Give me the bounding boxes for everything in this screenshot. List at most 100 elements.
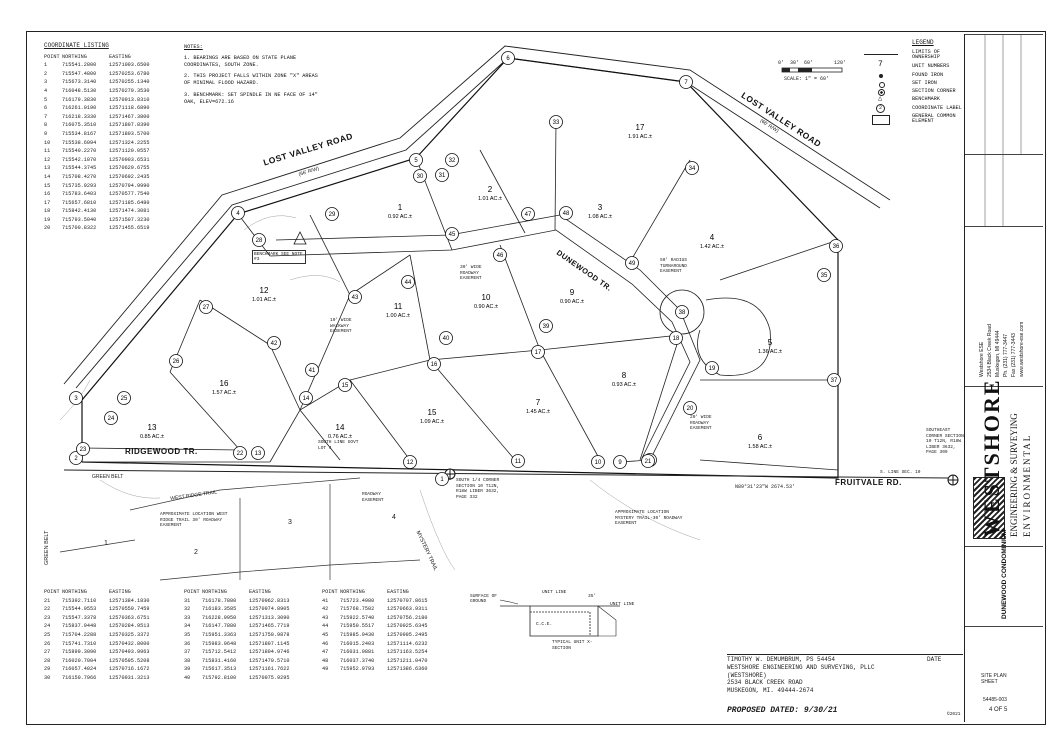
ridgewood-tr-text: RIDGEWOOD TR. <box>125 447 198 456</box>
unit-number: 5 <box>768 338 773 347</box>
point-marker-6: 6 <box>501 51 515 65</box>
point-marker-label: 6 <box>506 56 510 62</box>
firm-name: WESTSHORE ENGINEERING AND SURVEYING, PLL… <box>727 664 875 679</box>
point-marker-label: 13 <box>255 451 262 457</box>
coord-northing: 715723.4980 <box>340 597 375 604</box>
coord-point: 43 <box>322 614 329 621</box>
coord-northing: 716261.0190 <box>62 105 97 112</box>
unit-number: 3 <box>598 203 603 212</box>
coord-point: 12 <box>44 156 51 163</box>
point-marker-label: 37 <box>831 378 838 384</box>
point-marker-label: 39 <box>543 324 550 330</box>
coord-easting: 12571324.2255 <box>109 139 150 146</box>
legend-row-limits: LIMITS OF OWNERSHIP <box>864 49 962 60</box>
note-2: 2. THIS PROJECT FALLS WITHIN ZONE "X" AR… <box>184 73 318 87</box>
coord-point: 45 <box>322 631 329 638</box>
point-marker-16: 16 <box>427 357 441 371</box>
fruitvale-rd-text: FRUITVALE RD. <box>835 478 902 487</box>
southeast-corner-note: SOUTHEAST CORNER SECTION 10 T12N, R18W L… <box>926 428 964 455</box>
coord-easting: 12570325.3372 <box>109 631 150 638</box>
coord-northing: 716147.7880 <box>202 623 237 630</box>
point-marker-1: 1 <box>435 472 449 486</box>
coord-northing: 715542.1070 <box>62 156 97 163</box>
point-marker-label: 36 <box>833 244 840 250</box>
lost-valley-road-lines <box>63 45 891 389</box>
unit-label-8: 80.93 AC.± <box>612 371 636 388</box>
point-marker-47: 47 <box>521 207 535 221</box>
easement-hatching <box>59 215 701 571</box>
south-quarter-corner: SOUTH 1/4 CORNER SECTION 10 T12N, R18W L… <box>456 478 500 500</box>
point-marker-11: 11 <box>511 454 525 468</box>
legend-row-section: SECTION CORNER <box>864 88 962 96</box>
coord-point: 22 <box>44 606 51 613</box>
point-marker-44: 44 <box>401 275 415 289</box>
coord-northing: 716015.2403 <box>340 640 375 647</box>
point-marker-label: 4 <box>236 211 240 217</box>
coord-easting: 12571114.6232 <box>387 640 428 647</box>
coord-point: 30 <box>44 674 51 681</box>
coord-easting: 12571507.3230 <box>109 216 150 223</box>
point-marker-32: 32 <box>445 153 459 167</box>
point-marker-label: 22 <box>237 451 244 457</box>
coord-point: 26 <box>44 640 51 647</box>
coord-point: 13 <box>44 165 51 172</box>
point-marker-39: 39 <box>539 319 553 333</box>
cce-label: C.C.E. <box>536 622 553 627</box>
south-line-govt-lot: SOUTH LINE GOVT LOT 4 <box>318 440 359 451</box>
approx-mystery-trail: APPROXIMATE LOCATION MYSTERY TRAIL-30' R… <box>615 510 683 526</box>
unit-area: 0.90 AC.± <box>474 304 498 310</box>
company-address-line: Muskegon, MI 49444 <box>995 330 1001 377</box>
coord-easting: 12571807.8390 <box>109 122 150 129</box>
roadway-easement-30: 30' WIDE ROADWAY EASEMENT <box>460 265 482 281</box>
firm-address-2: MUSKEGON, MI. 49444-2674 <box>727 687 814 694</box>
coord-point: 10 <box>44 139 51 146</box>
unit-number: 12 <box>260 286 269 295</box>
unit-area: 0.90 AC.± <box>560 299 584 305</box>
coord-northing: 716031.0881 <box>340 649 375 656</box>
unit-number: 4 <box>710 233 715 242</box>
legend-row-coord: 2 COORDINATE LABEL <box>864 103 962 114</box>
unit-division-lines <box>81 119 839 471</box>
coord-easting: 12571474.3081 <box>109 208 150 215</box>
logo-cell: WESTSHORE ENGINEERING & SURVEYING ENVIRO… <box>965 378 1043 547</box>
coord-easting: 12571003.6500 <box>109 62 150 69</box>
unit-area: 1.01 AC.± <box>478 196 502 202</box>
legend-found-label: FOUND IRON <box>912 71 944 78</box>
legend-row-gce: GENERAL COMMON ELEMENT <box>864 113 962 128</box>
coord-point: 17 <box>44 199 51 206</box>
coord-northing: 716150.7966 <box>62 674 97 681</box>
coord-point: 9 <box>44 130 48 137</box>
point-marker-label: 18 <box>673 336 680 342</box>
point-marker-31: 31 <box>435 168 449 182</box>
unit-label-5: 51.36 AC.± <box>758 338 782 355</box>
point-marker-label: 40 <box>443 336 450 342</box>
unit-area: 1.42 AC.± <box>700 244 724 250</box>
unit-number: 10 <box>482 293 491 302</box>
coord-easting: 12571455.6519 <box>109 225 150 232</box>
surveyor-name: TIMOTHY W. DEMUMBRUM, PS 54454 <box>727 656 836 663</box>
company-address-line: Ph. (231) 777-3447 <box>1003 333 1009 377</box>
approx-west-ridge: APPROXIMATE LOCATION WEST RIDGE TRAIL 30… <box>160 512 228 528</box>
point-marker-40: 40 <box>439 331 453 345</box>
unit-label-11: 111.00 AC.± <box>386 302 410 319</box>
coord-point: 5 <box>44 96 48 103</box>
coord-easting: 12570663.9311 <box>387 606 428 613</box>
coord-point: 41 <box>322 597 329 604</box>
point-marker-label: 26 <box>173 359 180 365</box>
